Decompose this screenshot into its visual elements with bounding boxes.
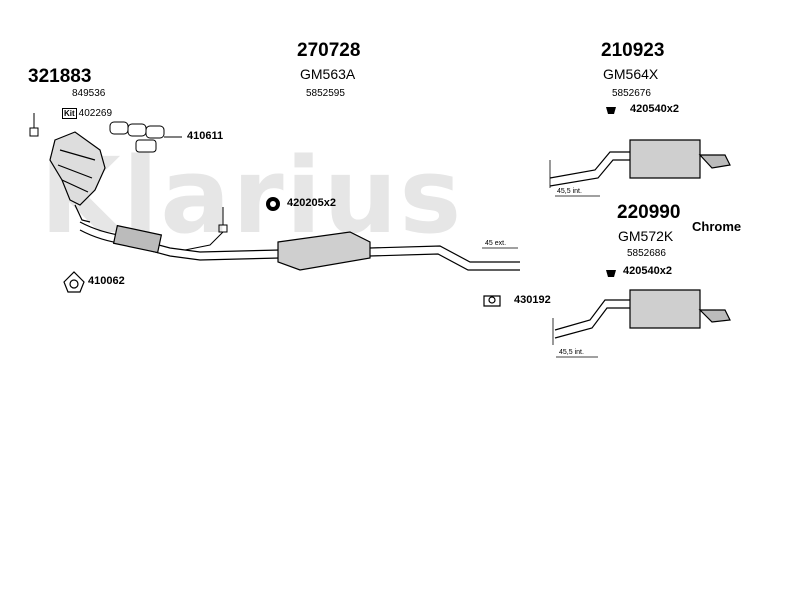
hanger-rear-b-icon: [606, 270, 616, 277]
hanger-rear-a-icon: [606, 107, 616, 114]
middle-ref: 5852595: [306, 88, 345, 99]
rear-b-finish: Chrome: [692, 219, 742, 234]
front-pipe: [79, 221, 281, 261]
rear-a-part-number: 210923: [601, 40, 665, 61]
watermark: Klarius: [40, 135, 464, 257]
hanger-rear-a-part-number: 420540x2: [630, 103, 679, 115]
note-int-45-5-a: 45,5 int.: [557, 188, 582, 195]
catalytic-converter: [49, 131, 106, 223]
flange-gasket-part-number: 410062: [88, 275, 125, 287]
manifold-gasket-set: [109, 121, 182, 153]
middle-part-number: 270728: [297, 40, 361, 61]
catalyst-part-number: 321883: [28, 66, 92, 87]
catalyst-ref: 849536: [72, 88, 106, 99]
rear-b-ref: 5852686: [627, 248, 666, 259]
lambda-sensor-front: [184, 207, 228, 251]
rear-a-oem: GM564X: [603, 66, 659, 82]
middle-oem: GM563A: [300, 66, 356, 82]
note-ext-45: 45 ext.: [485, 240, 507, 247]
clamp-part-number: 430192: [514, 294, 551, 306]
mount-rubber-part-number: 420205x2: [287, 197, 336, 209]
hanger-rear-b-part-number: 420540x2: [623, 265, 672, 277]
mount-rubber-mid-icon: [266, 197, 280, 211]
rear-a-ref: 5852676: [612, 88, 651, 99]
rear-silencer-b: [552, 289, 731, 358]
lambda-sensor-catalyst: [29, 113, 39, 137]
catalyst-kit-ref: 402269: [78, 108, 113, 119]
rear-silencer-a: [549, 139, 731, 197]
clamp-icon: [483, 295, 501, 307]
gasket-set-part-number: 410611: [187, 130, 224, 142]
flange-gasket-icon: [63, 271, 85, 293]
note-int-45-5-b: 45,5 int.: [559, 349, 584, 356]
middle-silencer: [277, 231, 520, 271]
rear-b-oem: GM572K: [618, 228, 674, 244]
rear-b-part-number: 220990: [617, 202, 681, 223]
kit-badge: Kit: [62, 108, 77, 119]
